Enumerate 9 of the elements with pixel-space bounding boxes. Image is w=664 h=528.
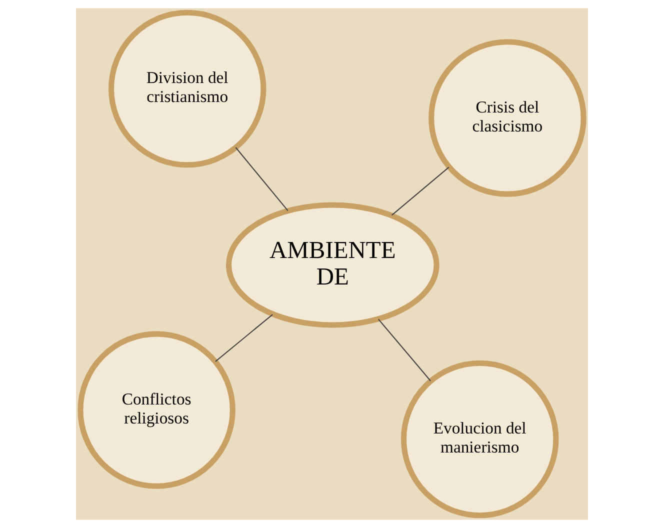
connector	[215, 314, 273, 362]
node-ellipse: AMBIENTE DE	[226, 202, 440, 328]
node-circle: Conflictos religiosos	[78, 331, 236, 489]
connector	[235, 147, 288, 212]
connector	[391, 166, 450, 216]
node-circle: Crisis del clasicismo	[428, 39, 586, 197]
node-circle: Evolucion del manierismo	[400, 360, 559, 518]
node-circle: Division del cristianismo	[108, 10, 266, 168]
connector	[378, 318, 431, 382]
